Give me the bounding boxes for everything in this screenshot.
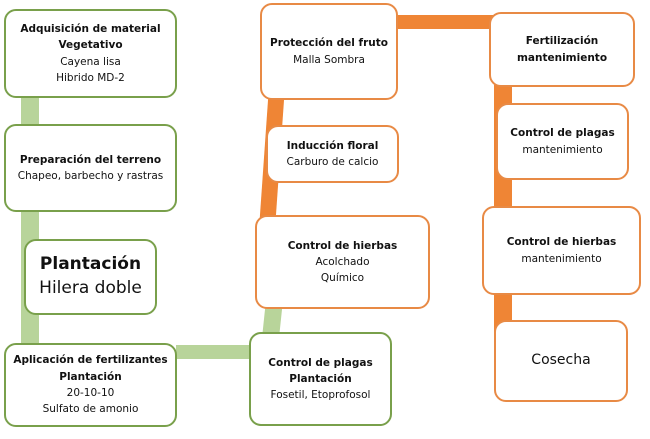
step-detail: Acolchado [315, 255, 370, 268]
step-adquisicion-material: Adquisición de material Vegetativo Cayen… [4, 9, 177, 98]
step-detail: Hibrido MD-2 [56, 71, 125, 84]
step-detail: Cayena lisa [60, 55, 121, 68]
step-detail: Hilera doble [39, 278, 142, 298]
step-detail: Chapeo, barbecho y rastras [17, 170, 164, 182]
step-detail: mantenimiento [521, 252, 602, 265]
step-cosecha: Cosecha [494, 320, 628, 402]
step-title: Adquisición de material Vegetativo [20, 22, 161, 52]
step-fertilizacion-mantenimiento: Fertilización mantenimiento [489, 12, 635, 87]
step-title: Plantación [39, 254, 142, 275]
step-title: Control de plagas [510, 127, 615, 140]
step-detail: Fosetil, Etoprofosol [270, 389, 371, 402]
step-detail: Químico [320, 272, 365, 285]
step-detail: Plantación [289, 372, 352, 385]
step-title: Control de hierbas [287, 239, 398, 252]
step-title: Fertilización mantenimiento [516, 35, 608, 64]
step-detail: Carburo de calcio [286, 156, 379, 168]
step-detail: 20-10-10 [66, 387, 115, 399]
step-detail: mantenimiento [522, 143, 603, 156]
step-title: Control de plagas [268, 356, 373, 369]
step-title: Inducción floral [286, 139, 379, 152]
step-plantacion: Plantación Hilera doble [24, 239, 157, 315]
step-control-plagas: Control de plagas Plantación Fosetil, Et… [249, 332, 392, 426]
step-control-hierbas-mantenimiento: Control de hierbas mantenimiento [482, 206, 641, 295]
step-detail: Sulfato de amonio [42, 403, 139, 416]
step-induccion-floral: Inducción floral Carburo de calcio [266, 125, 399, 183]
step-proteccion-fruto: Protección del fruto Malla Sombra [260, 3, 398, 100]
step-title: Control de hierbas [506, 236, 617, 249]
step-control-hierbas: Control de hierbas Acolchado Químico [255, 215, 430, 309]
step-title: Cosecha [531, 352, 591, 369]
step-preparacion-terreno: Preparación del terreno Chapeo, barbecho… [4, 124, 177, 212]
step-title: Protección del fruto [270, 37, 388, 50]
step-aplicacion-fertilizantes: Aplicación de fertilizantes Plantación 2… [4, 343, 177, 427]
step-title: Aplicación de fertilizantes [13, 354, 168, 367]
step-detail: Plantación [59, 370, 122, 383]
step-control-plagas-mantenimiento: Control de plagas mantenimiento [496, 103, 629, 180]
step-detail: Malla Sombra [293, 53, 365, 66]
connector-top-horizontal [395, 15, 495, 29]
connector-bottom-horizontal [176, 345, 256, 359]
step-title: Preparación del terreno [19, 153, 162, 166]
